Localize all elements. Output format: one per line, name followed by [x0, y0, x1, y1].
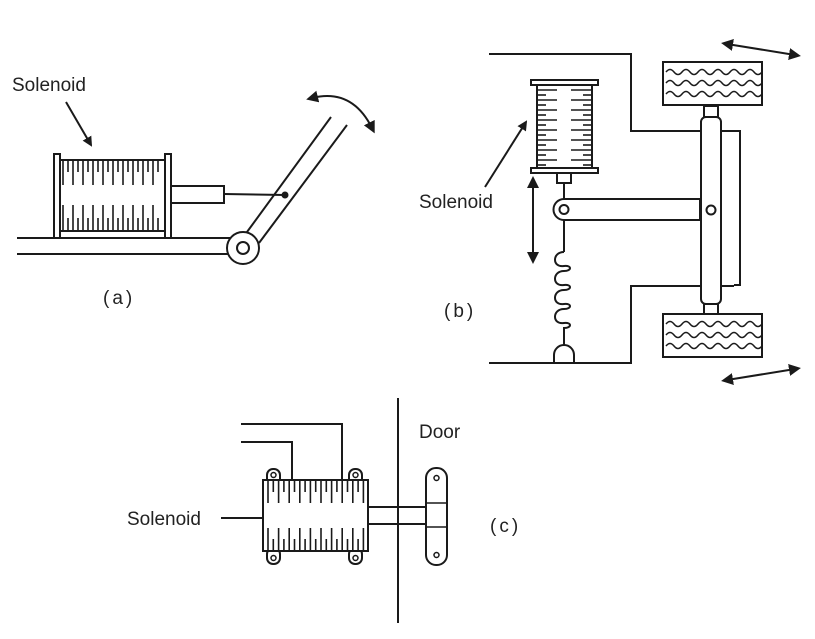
solenoid-coil-c [262, 479, 369, 552]
plunger-a [170, 185, 225, 204]
panel-b: Solenoid (b) [419, 39, 801, 385]
pivot-hole-a [236, 241, 250, 255]
panel-a: Solenoid (a) [12, 75, 375, 309]
wire-1 [241, 423, 343, 480]
panel-label-b: (b) [444, 301, 476, 322]
lever-arm-edge-2 [258, 124, 348, 244]
panel-label-c: (c) [490, 516, 521, 537]
door-label: Door [419, 422, 461, 443]
solenoid-coil-a [53, 153, 172, 239]
strike-screw-top [433, 474, 440, 482]
wheel-bottom [662, 313, 763, 358]
callout-arrow-a [65, 101, 93, 147]
solenoid-coil-b [530, 79, 599, 174]
link-pin-b [558, 204, 570, 215]
frame-top [489, 53, 734, 132]
return-spring [554, 251, 571, 329]
solenoid-callout-b: Solenoid [419, 192, 493, 213]
callout-arrow-b [484, 120, 528, 188]
solenoid-callout-a: Solenoid [12, 75, 86, 96]
wheel-top [662, 61, 763, 106]
wheel-motion-arrow-top [721, 39, 801, 60]
tire-tread-wave [665, 320, 763, 328]
tire-tread-wave [665, 331, 763, 339]
tire-tread-wave [665, 90, 763, 98]
swing-arrow-a [306, 90, 375, 134]
tire-tread-wave [665, 79, 763, 87]
linkage-pin-a [281, 191, 289, 199]
tire-tread-wave [665, 342, 763, 350]
wire-2 [241, 441, 293, 480]
steering-link-bar [552, 198, 701, 221]
strike-plate [425, 467, 448, 566]
lever-arm-edge-1 [246, 116, 332, 233]
panel-c: Door Solenoid [127, 398, 521, 623]
plunger-b [556, 172, 572, 184]
tire-tread-wave [665, 68, 763, 76]
axle-pivot-b [705, 204, 717, 216]
frame-right [734, 130, 741, 286]
spring-anchor [553, 344, 575, 364]
strike-screw-bottom [433, 551, 440, 559]
axle-stub-top [703, 105, 719, 118]
panel-label-a: (a) [103, 288, 135, 309]
wheel-motion-arrow-bottom [721, 364, 801, 385]
solenoid-callout-c: Solenoid [127, 509, 201, 530]
